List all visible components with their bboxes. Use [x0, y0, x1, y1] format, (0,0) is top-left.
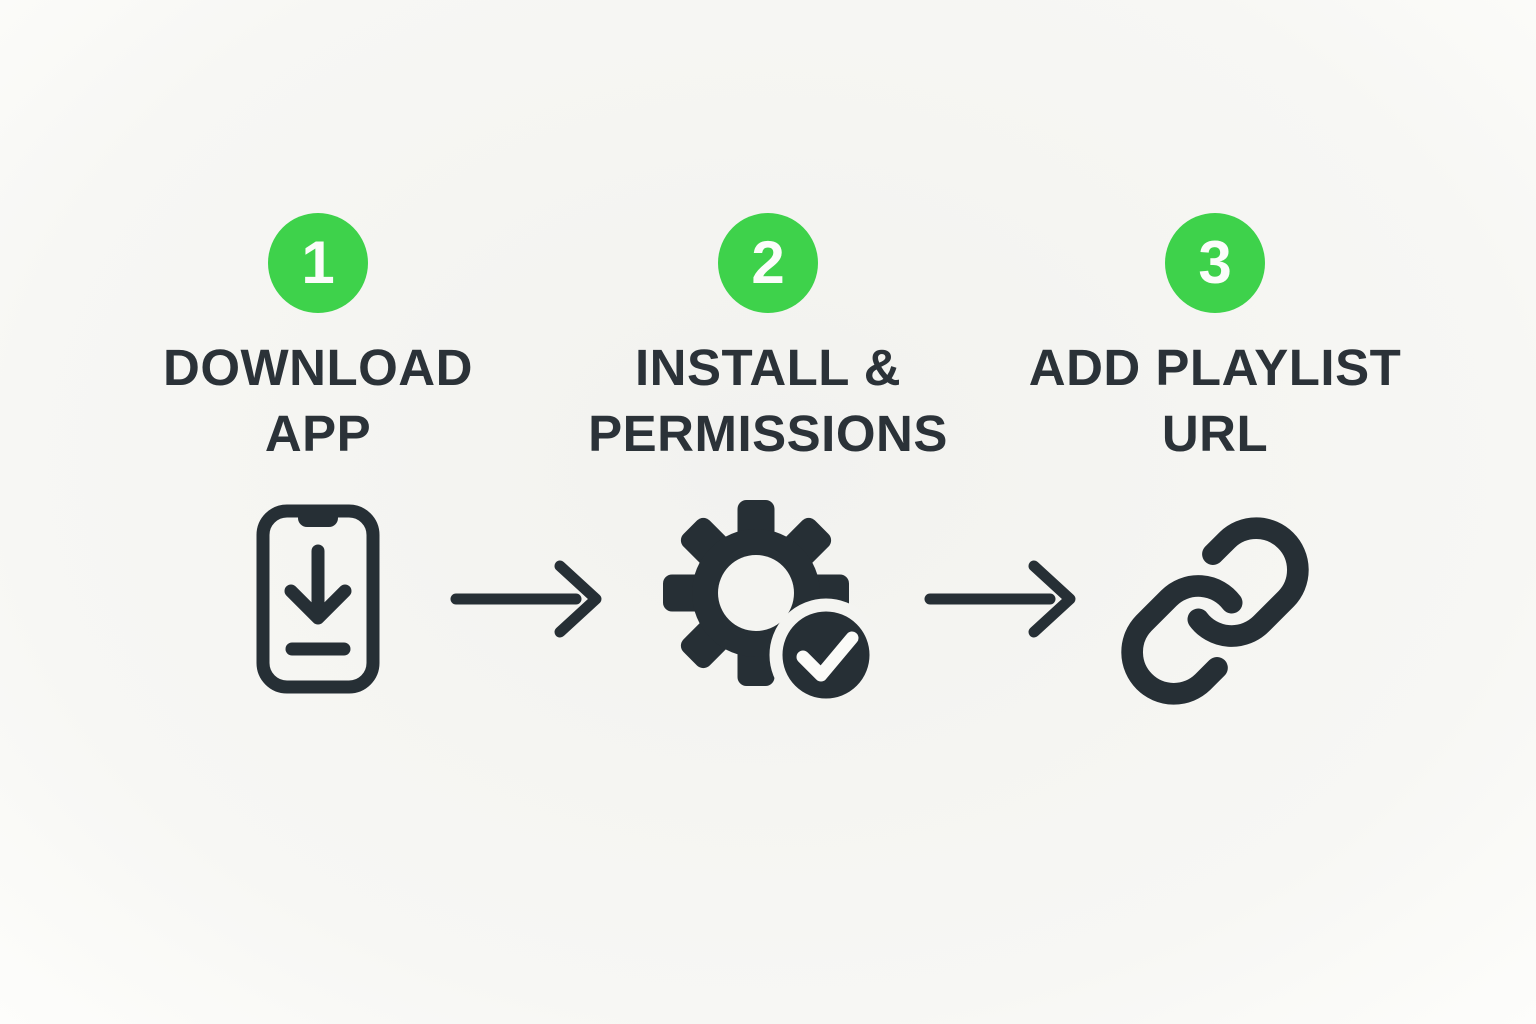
- step-number: 2: [751, 229, 785, 296]
- step-title-line2: URL: [1161, 405, 1269, 462]
- step-title-line2: APP: [264, 405, 372, 462]
- right-arrow-icon: [448, 558, 608, 645]
- link-icon: [1115, 511, 1315, 716]
- step-number-badge: 1: [268, 213, 368, 313]
- step-title-line2: PERMISSIONS: [588, 405, 948, 462]
- step-number: 1: [301, 229, 335, 296]
- step-title-line1: DOWNLOAD: [163, 339, 473, 396]
- step-download-app: 1 DOWNLOAD APP: [88, 213, 548, 833]
- step-title-line1: ADD PLAYLIST: [1028, 339, 1402, 396]
- step-title: ADD PLAYLIST URL: [985, 335, 1445, 467]
- step-title: DOWNLOAD APP: [88, 335, 548, 467]
- right-arrow-icon: [922, 558, 1082, 645]
- step-title: INSTALL & PERMISSIONS: [538, 335, 998, 467]
- gear-check-icon: [648, 493, 888, 723]
- step-title-line1: INSTALL &: [634, 339, 902, 396]
- step-number-badge: 3: [1165, 213, 1265, 313]
- phone-download-icon: [255, 503, 381, 700]
- step-number-badge: 2: [718, 213, 818, 313]
- step-install-permissions: 2 INSTALL & PERMISSIONS: [538, 213, 998, 833]
- step-add-playlist-url: 3 ADD PLAYLIST URL: [985, 213, 1445, 833]
- step-number: 3: [1198, 229, 1232, 296]
